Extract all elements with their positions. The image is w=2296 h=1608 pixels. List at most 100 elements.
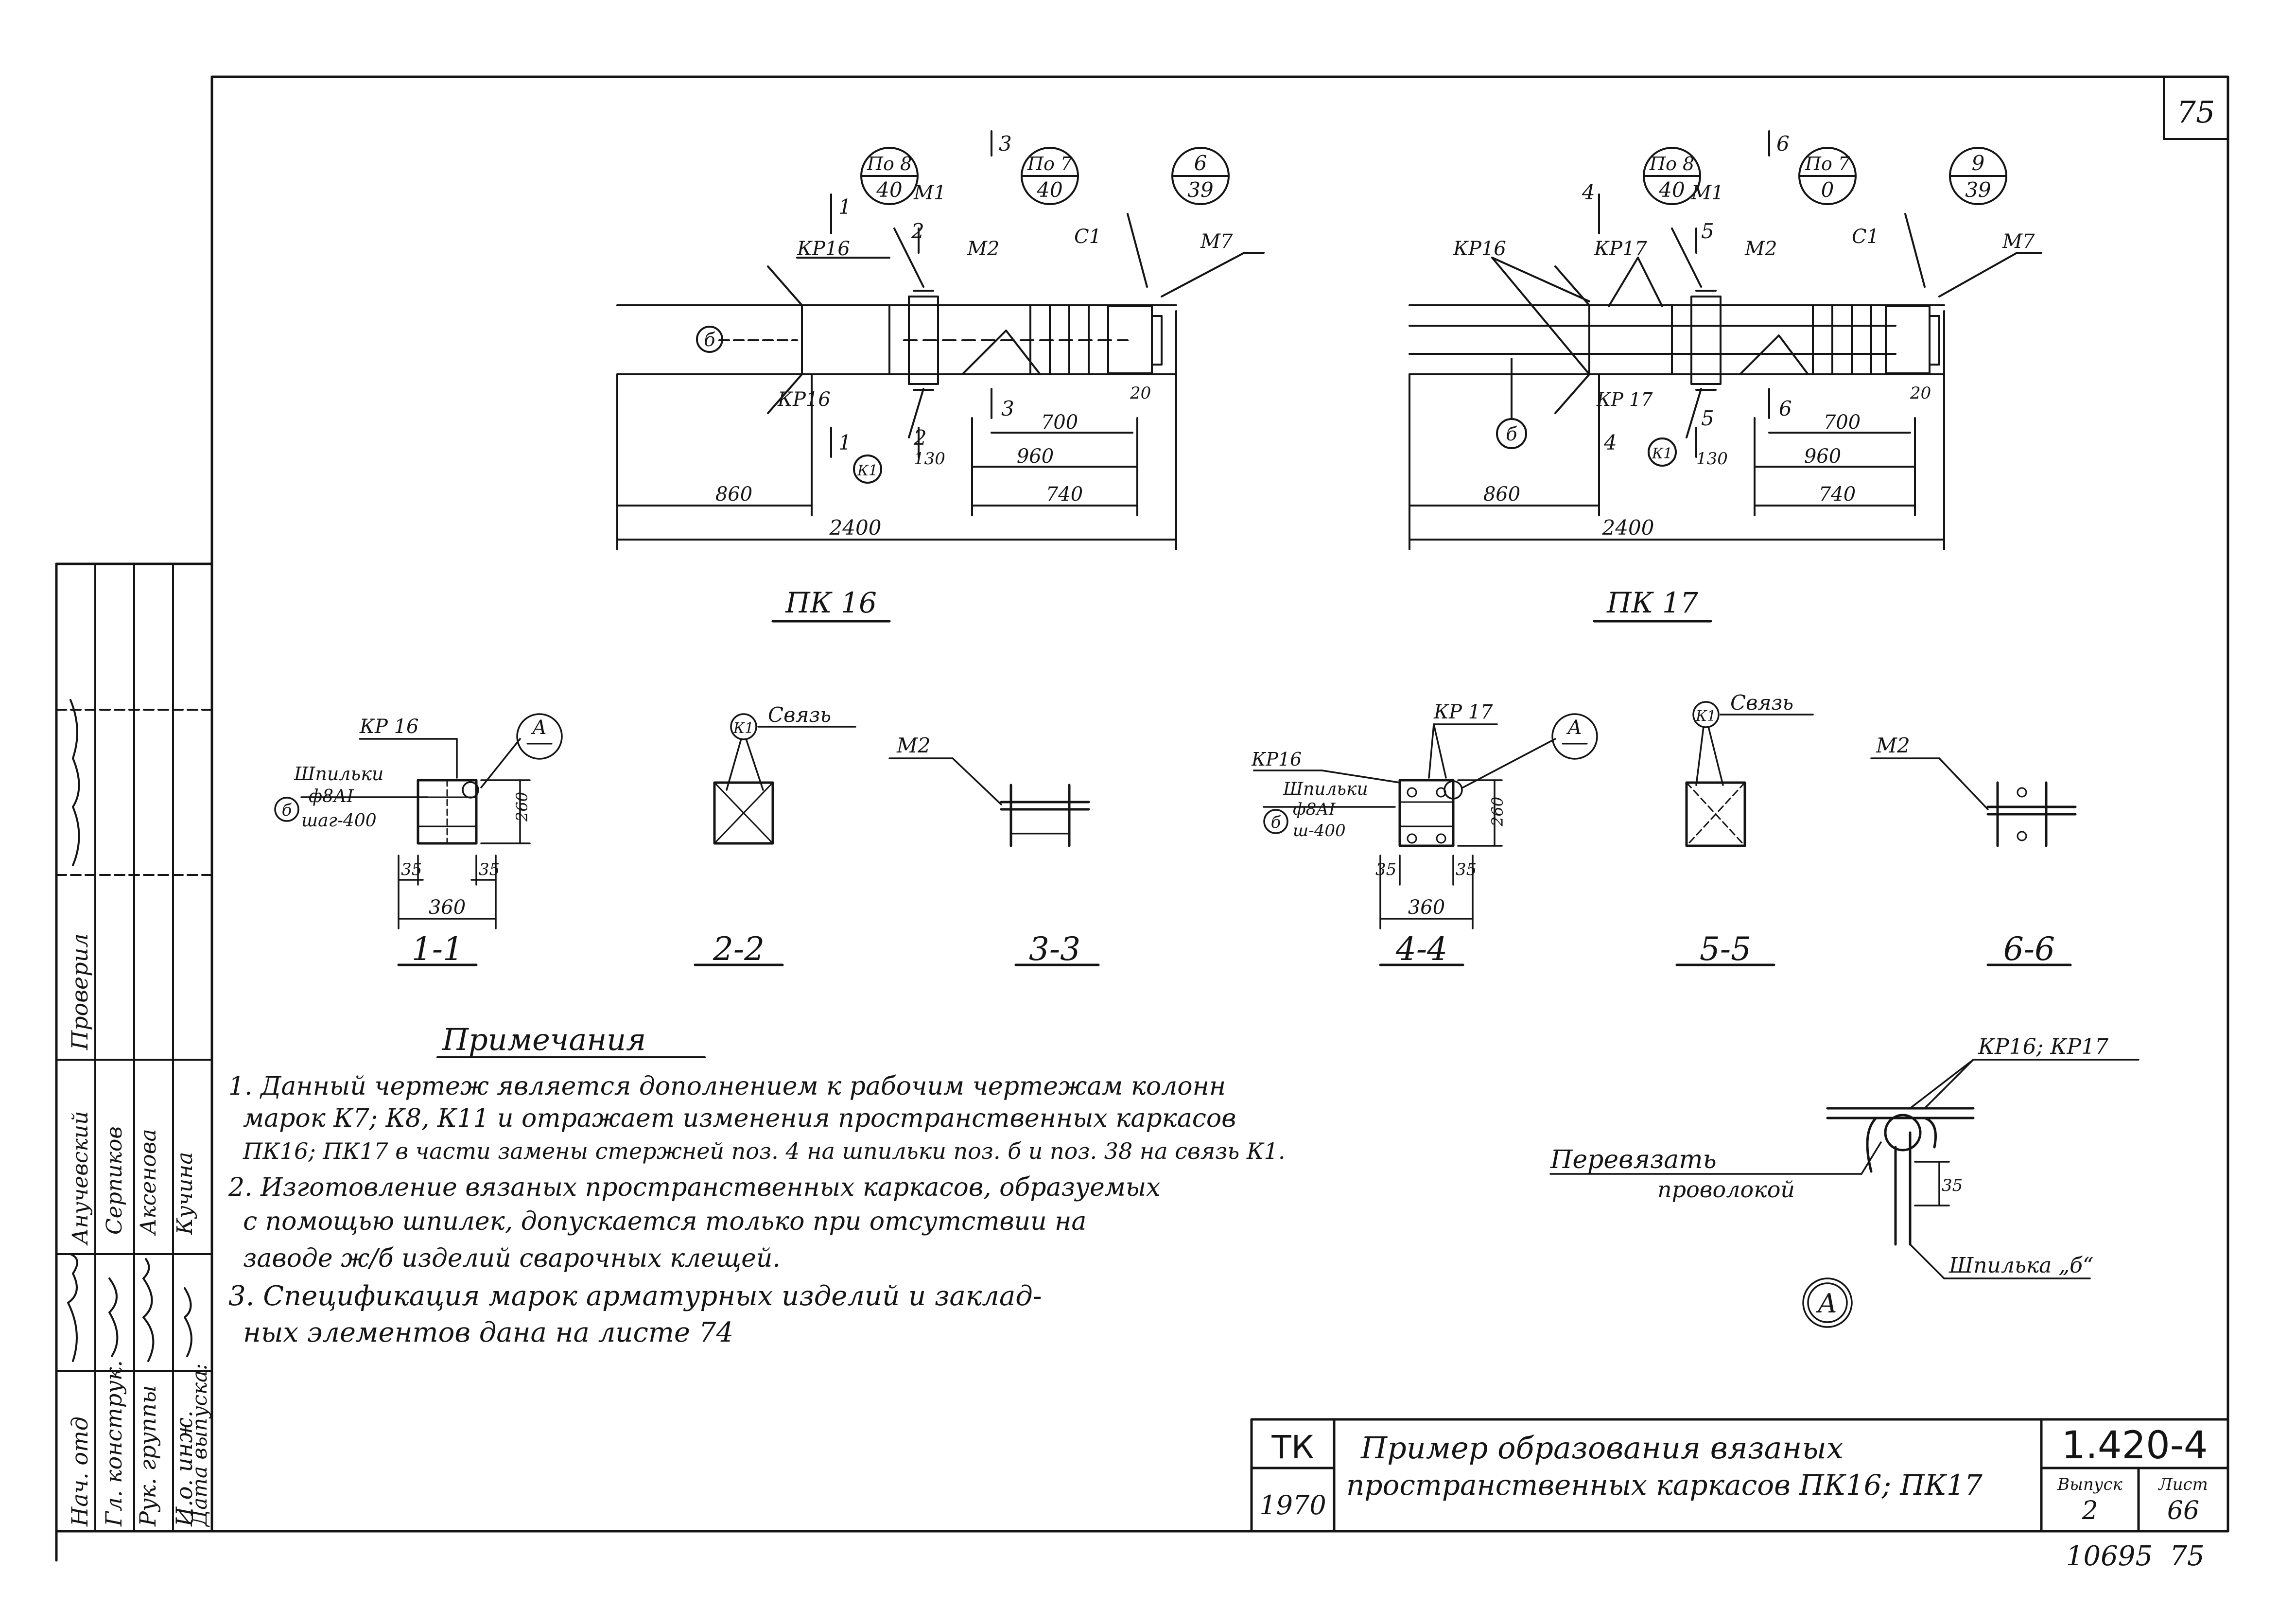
pk17-cut-5-top: 5 bbox=[1701, 219, 1714, 243]
note-line-7: 3. Спецификация марок арматурных изделий… bbox=[228, 1280, 1042, 1312]
pk16-cut-1-bottom: 1 bbox=[838, 431, 852, 454]
pk16-dim-2400: 2400 bbox=[829, 516, 882, 540]
title-issue-value: 2 bbox=[2081, 1496, 2098, 1525]
section-5-5: К1 Связь 5-5 bbox=[1675, 691, 1814, 968]
stamp-roles: Нач. отд Гл. конструк. Рук. группы И.о. … bbox=[67, 933, 211, 1527]
pk16-caption: ПК 16 bbox=[785, 586, 877, 619]
title-year: 1970 bbox=[1259, 1490, 1326, 1521]
pk16-dim-740: 740 bbox=[1046, 483, 1083, 506]
detail-a-marker: А bbox=[1816, 1288, 1838, 1319]
pk17-label-m1: М1 bbox=[1691, 182, 1723, 204]
title-issue-label: Выпуск bbox=[2057, 1475, 2122, 1494]
sec1-label-shpilki: Шпильки bbox=[294, 763, 383, 785]
sec4-dim-260: 260 bbox=[1488, 797, 1507, 827]
sec1-dim-35b: 35 bbox=[479, 860, 500, 879]
pk17-bubble-2-top: По 7 bbox=[1805, 153, 1850, 175]
pk16-label-b: б bbox=[704, 329, 715, 350]
pk16-dim-130: 130 bbox=[914, 449, 945, 469]
sec1-dim-360: 360 bbox=[429, 896, 466, 919]
notes-title: Примечания bbox=[442, 1022, 646, 1057]
pk17-dim-960: 960 bbox=[1804, 445, 1841, 468]
pk16-bubble-2-top: По 7 bbox=[1027, 153, 1073, 175]
sec4-label-kr16: КР16 bbox=[1251, 749, 1302, 770]
pk17-dim-2400: 2400 bbox=[1602, 516, 1654, 540]
sec1-label-b: б bbox=[282, 801, 292, 820]
title-line-1: Пример образования вязаных bbox=[1360, 1430, 1844, 1466]
pk17-label-m7: М7 bbox=[2002, 230, 2035, 253]
sec5-label-svyaz: Связь bbox=[1730, 691, 1793, 715]
pk16-label-kr16-top: КР16 bbox=[797, 238, 850, 260]
sec5-title: 5-5 bbox=[1700, 930, 1751, 968]
pk16-cut-1-top: 1 bbox=[838, 195, 852, 219]
pk16-cut-2-bottom: 2 bbox=[913, 426, 927, 450]
pk16-label-kr16-bottom: КР16 bbox=[777, 388, 831, 411]
sec4-label-a: А bbox=[1566, 717, 1582, 739]
title-series: 1.420-4 bbox=[2061, 1424, 2208, 1468]
pk16-bubble-3-bottom: 39 bbox=[1187, 178, 1213, 202]
sec4-label-shpilki: Шпильки bbox=[1283, 779, 1368, 799]
pk16-bubble-1-bottom: 40 bbox=[876, 178, 902, 202]
pk17-dim-860: 860 bbox=[1483, 483, 1520, 506]
pk16-dim-20: 20 bbox=[1130, 384, 1151, 403]
sec4-dim-35b: 35 bbox=[1456, 860, 1477, 879]
pk16-dim-700: 700 bbox=[1041, 411, 1078, 434]
detail-a-label-shpilka: Шпилька „б“ bbox=[1948, 1253, 2094, 1278]
title-org: ТК bbox=[1271, 1429, 1314, 1466]
note-line-5: с помощью шпилек, допускается только при… bbox=[243, 1207, 1086, 1236]
pk17-dim-20: 20 bbox=[1910, 384, 1931, 403]
detail-a-label-provolokoy: проволокой bbox=[1657, 1176, 1795, 1203]
pk17-label-kr17-bottom: КР 17 bbox=[1596, 389, 1653, 410]
sec3-title: 3-3 bbox=[1029, 930, 1080, 968]
stamp-role-2: Гл. конструк. bbox=[101, 1360, 127, 1527]
page-number: 75 bbox=[2177, 94, 2215, 130]
sec5-label-k1: К1 bbox=[1695, 708, 1716, 725]
pk16-bubble-1-top: По 8 bbox=[867, 153, 912, 175]
note-line-6: заводе ж/б изделий сварочных клещей. bbox=[243, 1244, 781, 1273]
pk17-elevation: По 8 40 По 7 0 9 39 КР16 КР17 М1 М2 С1 М… bbox=[1409, 130, 2042, 623]
sec1-label-kr16: КР 16 bbox=[359, 716, 418, 738]
sec4-title: 4-4 bbox=[1395, 930, 1447, 968]
sec2-label-k1: К1 bbox=[733, 720, 754, 737]
detail-a-dim: 35 bbox=[1942, 1176, 1963, 1195]
pk16-bubble-3-top: 6 bbox=[1194, 151, 1207, 175]
pk17-label-kr16: КР16 bbox=[1453, 238, 1506, 260]
bottom-stamp-left: 10695 bbox=[2066, 1540, 2153, 1572]
note-line-8: ных элементов дана на листе 74 bbox=[243, 1317, 733, 1348]
pk17-label-kr17: КР17 bbox=[1594, 238, 1647, 260]
pk17-bubble-1-top: По 8 bbox=[1649, 153, 1694, 175]
stamp-role-1: Нач. отд bbox=[67, 1416, 93, 1527]
sec2-label-svyaz: Связь bbox=[768, 703, 831, 727]
detail-a: КР16; КР17 Перевязать проволокой 35 Шпил… bbox=[1549, 1034, 2139, 1328]
pk16-label-c1: С1 bbox=[1074, 226, 1101, 248]
sec1-label-step: шаг-400 bbox=[301, 811, 377, 831]
title-line-2: пространственных каркасов ПК16; ПК17 bbox=[1346, 1468, 1983, 1502]
sec6-label-m2: М2 bbox=[1876, 734, 1910, 757]
note-line-4: 2. Изготовление вязаных пространственных… bbox=[228, 1173, 1161, 1202]
stamp-name-1: Анучевский bbox=[68, 1111, 93, 1246]
sec1-label-phi8: ф8АI bbox=[309, 787, 354, 806]
section-3-3: М2 3-3 bbox=[888, 734, 1100, 968]
pk17-bubble-1-bottom: 40 bbox=[1658, 178, 1685, 202]
title-block: ТК 1970 Пример образования вязаных прост… bbox=[1250, 1418, 2229, 1572]
title-sheet-value: 66 bbox=[2167, 1496, 2199, 1525]
pk17-label-c1: С1 bbox=[1852, 226, 1879, 248]
pk17-dim-740: 740 bbox=[1819, 483, 1856, 506]
sec4-dim-35a: 35 bbox=[1375, 860, 1396, 879]
pk16-cut-2-top: 2 bbox=[911, 219, 924, 243]
pk16-label-m7: М7 bbox=[1200, 230, 1233, 253]
note-line-2: марок К7; К8, К11 и отражает изменения п… bbox=[243, 1104, 1236, 1133]
section-4-4: КР 17 КР16 Шпильки ф8АI ш-400 б А 260 35… bbox=[1251, 701, 1598, 968]
bottom-stamp-right: 75 bbox=[2170, 1540, 2204, 1572]
sec4-dim-360: 360 bbox=[1408, 896, 1445, 919]
pk16-label-m2: М2 bbox=[967, 238, 999, 260]
pk17-bubble-3-bottom: 39 bbox=[1965, 178, 1991, 202]
sec1-dim-260: 260 bbox=[513, 792, 531, 822]
page-number-box: 75 bbox=[2163, 76, 2229, 140]
stamp-name-3: Аксенова bbox=[136, 1129, 161, 1236]
pk17-cut-6-bottom: 6 bbox=[1779, 397, 1792, 420]
pk16-label-k1: К1 bbox=[857, 462, 878, 479]
pk17-cut-6-top: 6 bbox=[1776, 132, 1790, 156]
stamp-role-4: И.о. инж. bbox=[171, 1410, 197, 1527]
sec1-dim-35a: 35 bbox=[401, 860, 422, 879]
pk16-dim-960: 960 bbox=[1017, 445, 1054, 468]
